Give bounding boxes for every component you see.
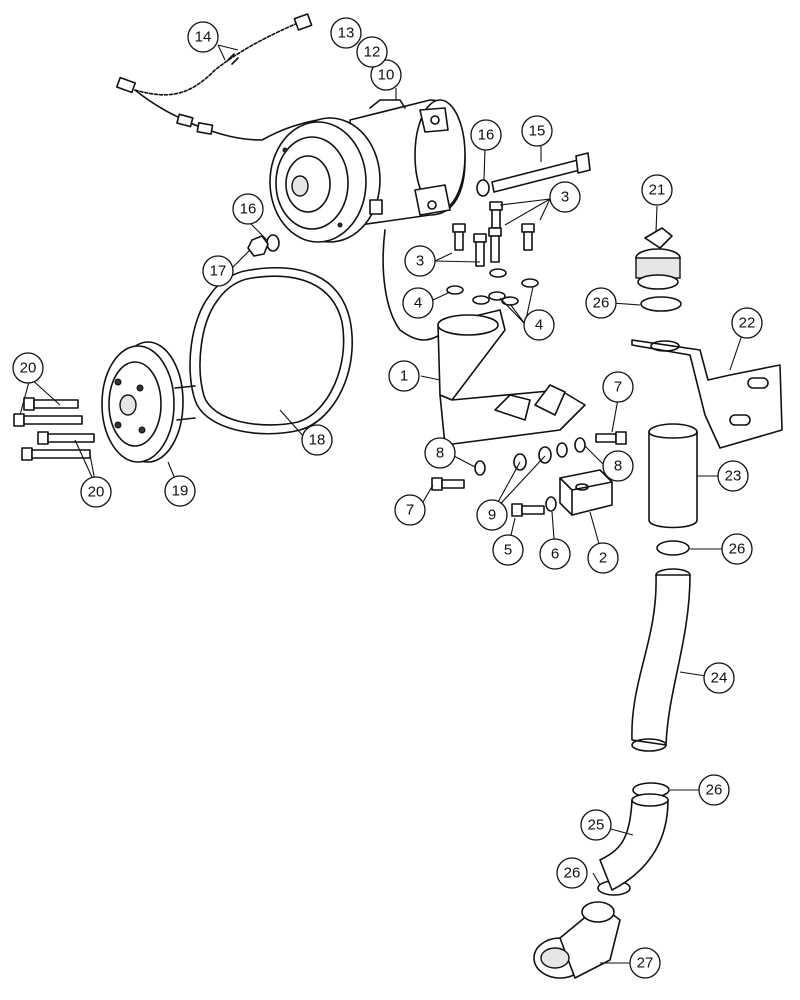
svg-text:21: 21	[649, 182, 666, 199]
hose	[631, 568, 691, 752]
nut	[247, 235, 269, 257]
svg-text:7: 7	[614, 379, 622, 396]
callout-15: 15	[521, 115, 553, 147]
washers-set	[446, 268, 539, 306]
washer-lower	[266, 234, 280, 252]
callout-22: 22	[731, 307, 763, 339]
svg-text:23: 23	[725, 468, 742, 485]
svg-text:27: 27	[637, 955, 654, 972]
callout-21: 21	[641, 174, 673, 206]
elbow-hose	[599, 793, 669, 891]
svg-text:24: 24	[711, 670, 728, 687]
callout-26a: 26	[585, 287, 617, 319]
callout-23: 23	[717, 460, 749, 492]
callout-3b: 3	[404, 245, 436, 277]
callout-7b: 7	[394, 494, 426, 526]
svg-text:3: 3	[416, 253, 424, 270]
svg-text:12: 12	[364, 44, 381, 61]
callout-5: 5	[492, 534, 524, 566]
svg-text:1: 1	[400, 368, 408, 385]
svg-text:20: 20	[20, 360, 37, 377]
svg-text:26: 26	[729, 541, 746, 558]
svg-text:6: 6	[551, 546, 559, 563]
wiring-harness	[115, 13, 331, 141]
callout-4a: 4	[402, 287, 434, 319]
mounting-bolt-long	[491, 152, 591, 193]
callout-18: 18	[301, 424, 333, 456]
callout-6: 6	[539, 538, 571, 570]
callout-26b: 26	[721, 533, 753, 565]
callout-12: 12	[356, 36, 388, 68]
svg-text:22: 22	[739, 315, 756, 332]
spacer-block	[559, 469, 613, 516]
callout-20b: 20	[80, 476, 112, 508]
callout-8a: 8	[424, 437, 456, 469]
svg-text:17: 17	[210, 263, 227, 280]
svg-text:10: 10	[378, 67, 395, 84]
callout-19: 19	[164, 475, 196, 507]
svg-text:15: 15	[529, 123, 546, 140]
tube	[648, 423, 698, 529]
washer-upper	[476, 179, 490, 197]
svg-text:14: 14	[195, 29, 212, 46]
bolts-set	[452, 201, 535, 267]
callout-10: 10	[370, 59, 402, 91]
callout-1: 1	[388, 360, 420, 392]
pulley	[101, 341, 196, 463]
callout-25: 25	[580, 809, 612, 841]
callout-20a: 20	[12, 352, 44, 384]
air-intake-housing	[533, 901, 621, 979]
callout-8b: 8	[602, 450, 634, 482]
svg-text:4: 4	[535, 317, 543, 334]
svg-text:8: 8	[436, 445, 444, 462]
svg-text:16: 16	[240, 201, 257, 218]
svg-text:19: 19	[172, 483, 189, 500]
svg-text:26: 26	[706, 782, 723, 799]
callout-16a: 16	[470, 119, 502, 151]
svg-text:13: 13	[338, 25, 355, 42]
callout-26c: 26	[698, 774, 730, 806]
svg-text:26: 26	[593, 295, 610, 312]
filler-cap	[635, 227, 681, 290]
svg-text:20: 20	[88, 484, 105, 501]
svg-text:4: 4	[414, 295, 422, 312]
svg-text:9: 9	[488, 507, 496, 524]
callout-24: 24	[703, 662, 735, 694]
svg-text:8: 8	[614, 458, 622, 475]
svg-text:2: 2	[599, 550, 607, 567]
svg-text:16: 16	[478, 127, 495, 144]
small-hardware	[431, 431, 627, 517]
callout-27: 27	[629, 947, 661, 979]
svg-text:5: 5	[504, 542, 512, 559]
callout-7a: 7	[602, 371, 634, 403]
svg-text:26: 26	[564, 865, 581, 882]
callout-14: 14	[187, 21, 219, 53]
callout-16b: 16	[232, 193, 264, 225]
callout-4b: 4	[523, 309, 555, 341]
callout-13: 13	[330, 17, 362, 49]
ac-compressor	[269, 99, 466, 243]
svg-text:3: 3	[561, 189, 569, 206]
callout-9: 9	[476, 499, 508, 531]
svg-text:25: 25	[588, 817, 605, 834]
svg-text:18: 18	[309, 432, 326, 449]
callout-2: 2	[587, 542, 619, 574]
pulley-bolts	[13, 397, 95, 461]
svg-text:7: 7	[406, 502, 414, 519]
callout-17: 17	[202, 255, 234, 287]
bracket-plate	[631, 339, 783, 449]
callout-26d: 26	[556, 857, 588, 889]
drive-belt	[189, 267, 353, 435]
callout-3a: 3	[549, 181, 581, 213]
